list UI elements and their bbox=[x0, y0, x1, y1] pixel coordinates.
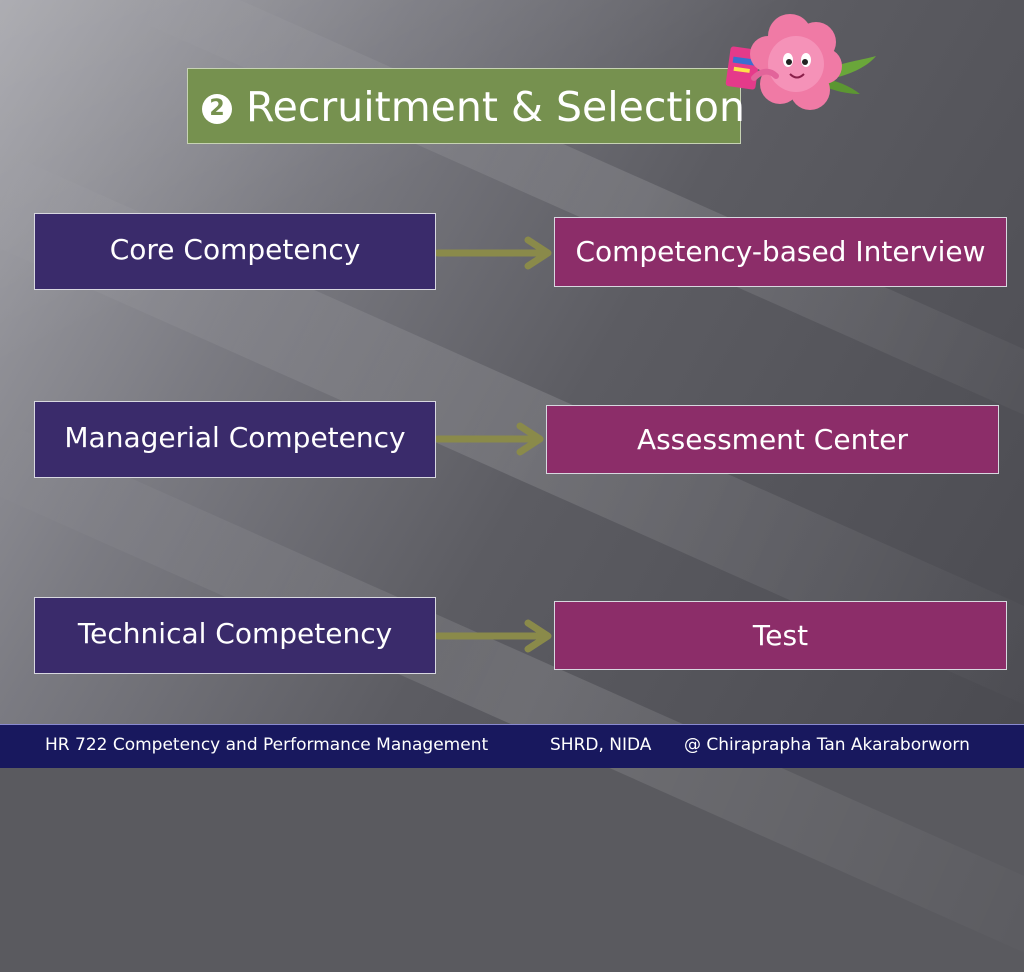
circled-number-two-icon: 2 bbox=[202, 94, 232, 124]
method-box-assessment-center: Assessment Center bbox=[546, 405, 999, 474]
pink-flower-mascot-icon bbox=[725, 14, 876, 110]
right-arrow-icon bbox=[436, 236, 552, 270]
competency-box-technical: Technical Competency bbox=[34, 597, 436, 674]
slide-footer: HR 722 Competency and Performance Manage… bbox=[0, 724, 1024, 768]
competency-box-core: Core Competency bbox=[34, 213, 436, 290]
method-box-interview: Competency-based Interview bbox=[554, 217, 1007, 287]
right-arrow-icon bbox=[436, 619, 552, 653]
slide-title-text: Recruitment & Selection bbox=[246, 83, 745, 131]
slide-title: 2 Recruitment & Selection bbox=[187, 68, 745, 144]
footer-course: HR 722 Competency and Performance Manage… bbox=[45, 735, 489, 755]
footer-author: @ Chiraprapha Tan Akaraborworn bbox=[684, 735, 970, 755]
competency-box-managerial: Managerial Competency bbox=[34, 401, 436, 478]
footer-institution: SHRD, NIDA bbox=[550, 735, 652, 755]
method-box-test: Test bbox=[554, 601, 1007, 670]
right-arrow-icon bbox=[436, 422, 544, 456]
